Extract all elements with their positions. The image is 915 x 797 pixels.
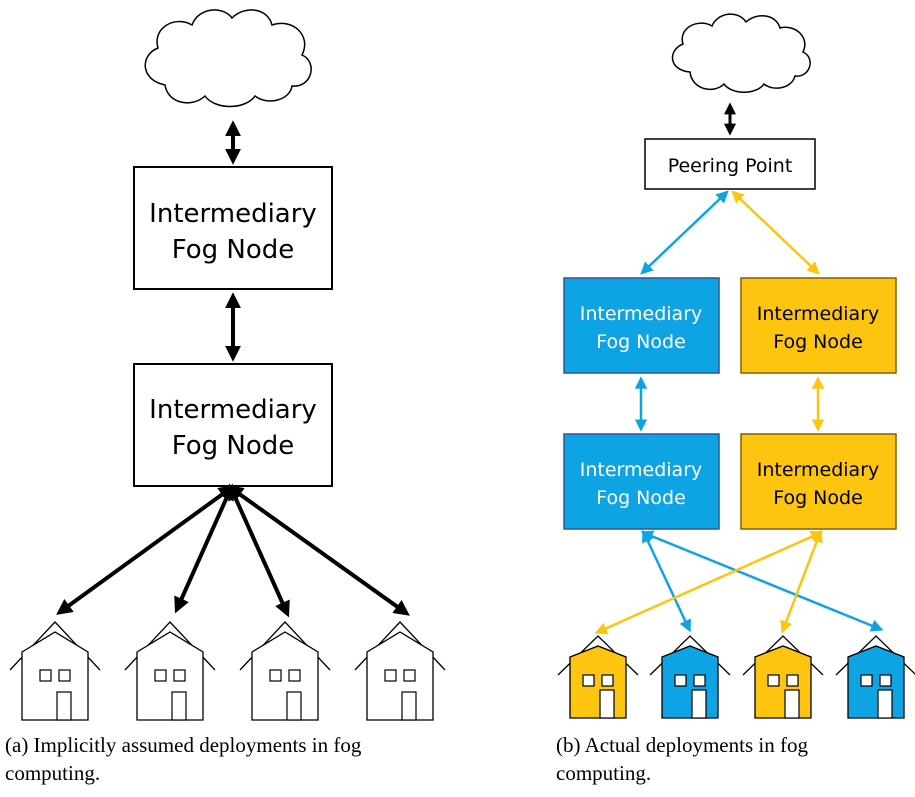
node-label-line1: Intermediary (149, 199, 317, 229)
house-icon (835, 635, 915, 719)
node-label-line2: Fog Node (172, 235, 295, 265)
house-icon (649, 635, 731, 719)
peering-to-yellow-node-arrow (731, 190, 820, 275)
yellow-node-to-house-3-arrow (780, 529, 823, 634)
peering-point-box: Peering Point (644, 138, 816, 190)
cloud-icon (671, 13, 811, 93)
peering-to-blue-node-arrow (640, 190, 729, 275)
house-row-a (9, 621, 446, 721)
intermediary-fog-node-top: Intermediary Fog Node (133, 166, 333, 290)
house-icon (239, 621, 331, 721)
node-label-line2: Fog Node (773, 331, 863, 353)
caption-a-line1: (a) Implicitly assumed deployments in fo… (5, 733, 362, 757)
blue-node-to-house-4-arrow (640, 530, 884, 632)
node-label-line1: Intermediary (580, 459, 703, 481)
peering-point-label: Peering Point (668, 155, 793, 177)
house-icon (742, 635, 824, 719)
caption-b-line1: (b) Actual deployments in fog (556, 733, 808, 757)
house-icon (124, 621, 216, 721)
node-label-line2: Fog Node (596, 487, 686, 509)
node-to-house-4-arrow (227, 485, 410, 616)
node-to-house-2-arrow (174, 483, 234, 614)
node-label-line2: Fog Node (596, 331, 686, 353)
blue-fog-node-top: Intermediary Fog Node (563, 277, 720, 374)
panel-a: Intermediary Fog Node Intermediary Fog N… (5, 9, 446, 785)
node-label-line1: Intermediary (757, 303, 880, 325)
node-label-line1: Intermediary (580, 303, 703, 325)
node-label-line2: Fog Node (773, 487, 863, 509)
house-icon (557, 635, 639, 719)
caption-a-line2: computing. (5, 761, 100, 785)
panel-b: Peering Point Intermediary Fog Node Inte… (556, 13, 915, 785)
caption-b-line2: computing. (556, 761, 651, 785)
cloud-icon (144, 9, 312, 108)
node-label-line2: Fog Node (172, 431, 295, 461)
node-label-line1: Intermediary (757, 459, 880, 481)
house-row-b (557, 635, 915, 719)
yellow-fog-node-bottom: Intermediary Fog Node (740, 433, 897, 530)
node-label-line1: Intermediary (149, 395, 317, 425)
house-icon (354, 621, 446, 721)
house-icon (9, 621, 101, 721)
blue-fog-node-bottom: Intermediary Fog Node (563, 433, 720, 530)
intermediary-fog-node-bottom: Intermediary Fog Node (133, 363, 333, 487)
yellow-fog-node-top: Intermediary Fog Node (740, 277, 897, 374)
